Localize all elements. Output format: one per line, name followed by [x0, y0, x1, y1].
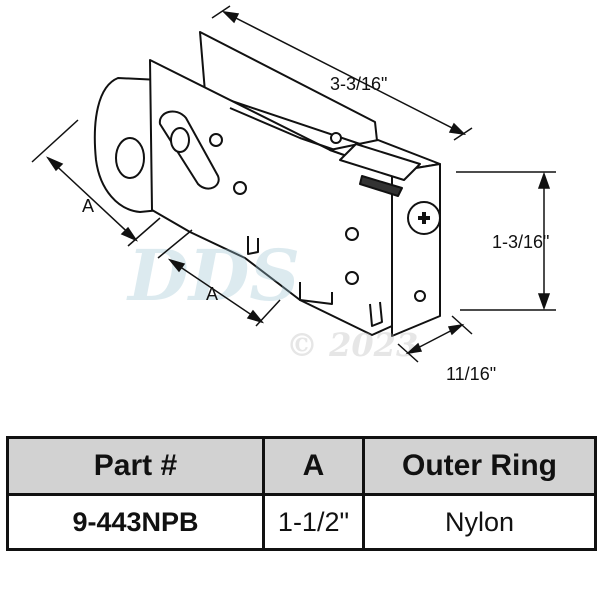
hole	[209, 133, 223, 147]
width-dimension-label: 11/16"	[446, 364, 496, 384]
watermark: DDS © 2023	[126, 234, 418, 364]
top-recess	[339, 143, 421, 181]
hole	[233, 181, 247, 195]
part-number-cell: 9-443NPB	[6, 493, 265, 551]
length-dimension-label: 3-3/16"	[330, 74, 387, 94]
watermark-brand: DDS	[126, 234, 300, 317]
roller-assembly-diagram: DDS © 2023 3-3/16" 1-3/16	[31, 5, 556, 384]
spec-table: Part # A Outer Ring 9-443NPB 1-1/2" Nylo…	[6, 436, 597, 551]
hole	[414, 290, 426, 302]
a-value-cell: 1-1/2"	[262, 493, 365, 551]
hole	[345, 271, 359, 285]
header-part-number: Part #	[6, 436, 265, 496]
header-outer-ring: Outer Ring	[362, 436, 597, 496]
outer-ring-cell: Nylon	[362, 493, 597, 551]
height-dimension-label: 1-3/16"	[492, 232, 549, 252]
bottom-tab	[247, 236, 259, 255]
bottom-tab	[369, 301, 383, 327]
slot-hole	[170, 127, 190, 153]
table-row: 9-443NPB 1-1/2" Nylon	[6, 493, 597, 551]
wheel-diameter-label: A	[82, 196, 94, 216]
watermark-copyright: © 2023	[286, 326, 418, 364]
adjust-slot	[359, 175, 403, 197]
header-a: A	[262, 436, 365, 496]
table-header-row: Part # A Outer Ring	[6, 436, 597, 496]
bottom-tab	[299, 282, 333, 305]
hole	[330, 132, 342, 144]
wheel-axle	[115, 137, 145, 179]
hole	[345, 227, 359, 241]
wheel-offset-label: A	[206, 284, 218, 304]
inner-ledge	[229, 107, 336, 151]
